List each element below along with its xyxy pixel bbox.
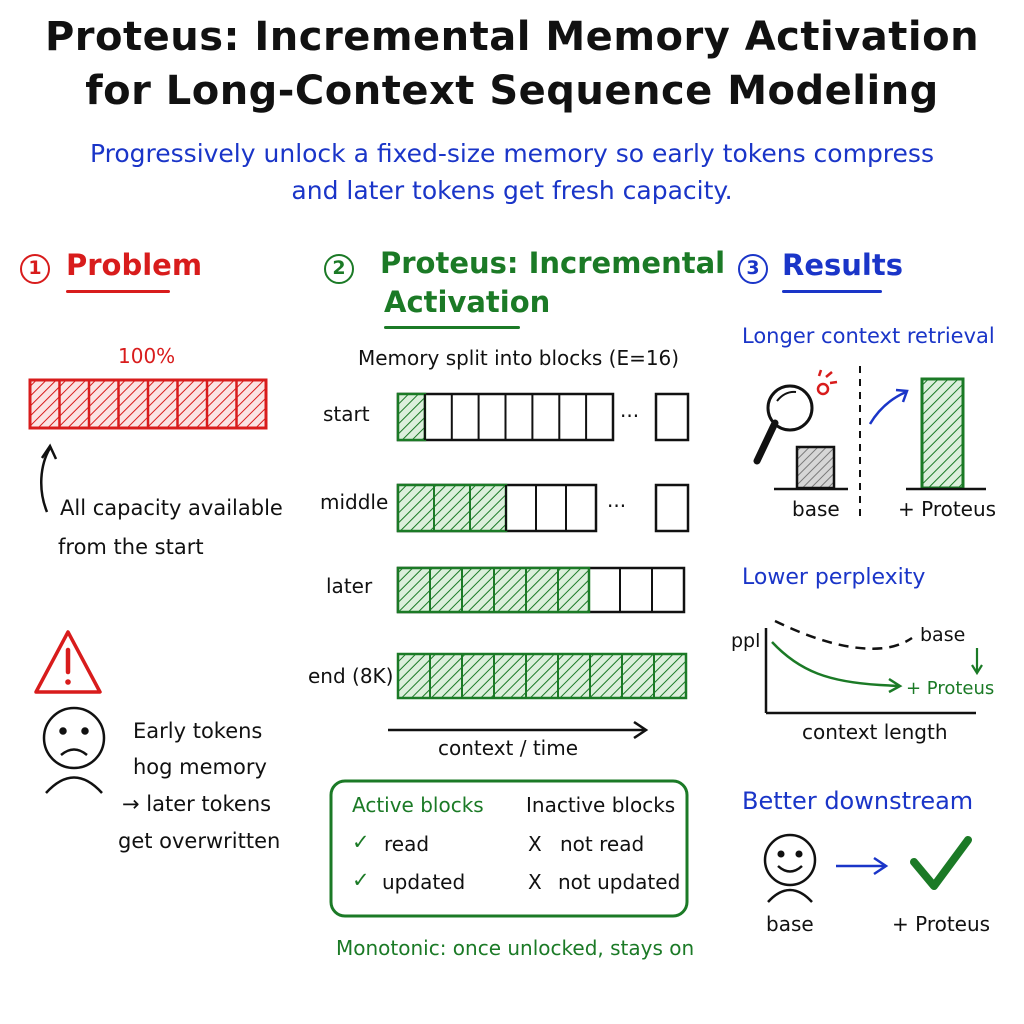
problem-caption-line1: All capacity available	[60, 496, 283, 520]
retrieval-title: Longer context retrieval	[742, 324, 995, 348]
retrieval-bar-proteus	[920, 377, 965, 490]
retrieval-proteus-label: + Proteus	[898, 497, 997, 521]
section-title-problem: Problem	[66, 248, 203, 282]
problem-issue-line4: get overwritten	[118, 829, 281, 853]
monotonic-note: Monotonic: once unlocked, stays on	[336, 936, 695, 960]
legend-inactive-title: Inactive blocks	[526, 793, 676, 817]
bar-percent-label: 100%	[118, 344, 176, 368]
underline-problem	[66, 290, 170, 293]
problem-issue-line2: hog memory	[133, 755, 267, 779]
perplexity-proteus-label: + Proteus	[906, 678, 995, 699]
legend-inactive-item-2: not updated	[558, 870, 681, 894]
sad-face-icon	[42, 706, 106, 794]
legend-box	[329, 779, 689, 918]
underline-results	[782, 290, 882, 293]
row-label-start: start	[323, 402, 370, 426]
downstream-proteus-label: + Proteus	[892, 912, 991, 936]
ellipsis-start: ···	[620, 404, 640, 428]
legend-active-item-1: read	[384, 832, 430, 856]
up-arrow-icon	[40, 447, 52, 513]
legend-cross-icon-2: X	[528, 870, 542, 894]
problem-issue-line3: → later tokens	[122, 792, 272, 816]
row-label-later: later	[326, 574, 373, 598]
legend-check-icon-2: ✓	[352, 868, 370, 892]
problem-caption-line2: from the start	[58, 535, 204, 559]
time-axis-label: context / time	[438, 736, 579, 760]
page-title: Proteus: Incremental Memory Activation	[44, 14, 980, 60]
row-middle-blocks	[396, 483, 690, 533]
downstream-title: Better downstream	[742, 787, 974, 815]
smiley-icon	[763, 833, 817, 903]
legend-active-title: Active blocks	[352, 793, 484, 817]
down-arrow-icon	[971, 648, 983, 676]
underline-method	[384, 326, 520, 329]
up-right-arrow-icon	[868, 388, 909, 425]
checkmark-icon	[910, 836, 972, 890]
ellipsis-middle: ···	[607, 494, 627, 518]
perplexity-chart	[764, 619, 983, 715]
legend-active-item-2: updated	[382, 870, 466, 894]
row-start-blocks	[396, 392, 690, 442]
section-number-problem: 1	[20, 254, 50, 284]
section-title-method-line2: Activation	[384, 285, 551, 319]
perplexity-proteus-curve	[771, 641, 899, 688]
section-number-results: 3	[738, 254, 768, 284]
memory-rows	[396, 392, 690, 700]
retrieval-bar-base	[795, 445, 836, 490]
perplexity-x-label: context length	[802, 720, 948, 744]
right-arrow-icon	[836, 856, 889, 876]
downstream-base-label: base	[766, 912, 814, 936]
row-later-blocks	[396, 566, 686, 614]
perplexity-base-label: base	[920, 624, 966, 646]
section-number-method: 2	[324, 254, 354, 284]
time-arrow	[388, 720, 649, 740]
legend-inactive-item-1: not read	[560, 832, 645, 856]
perplexity-base-curve	[774, 619, 913, 650]
perplexity-title: Lower perplexity	[742, 565, 926, 590]
legend-cross-icon-1: X	[528, 832, 542, 856]
perplexity-y-label: ppl	[731, 630, 761, 652]
magnifier-icon	[753, 384, 814, 465]
sparkle-icon	[816, 369, 838, 396]
row-end-blocks	[396, 652, 688, 700]
section-title-method: Proteus: Incremental	[380, 246, 726, 280]
row-label-end: end (8K)	[308, 664, 394, 688]
problem-issue-line1: Early tokens	[133, 719, 263, 743]
retrieval-base-label: base	[792, 497, 840, 521]
page-subtitle-line2: and later tokens get fresh capacity.	[291, 176, 733, 205]
row-label-middle: middle	[320, 490, 389, 514]
problem-memory-bar	[28, 378, 268, 430]
blocks-caption: Memory split into blocks (E=16)	[358, 346, 680, 370]
page-title-line2: for Long-Context Sequence Modeling	[85, 68, 939, 114]
warning-icon	[34, 630, 102, 694]
legend-check-icon-1: ✓	[352, 830, 370, 854]
page-subtitle: Progressively unlock a fixed-size memory…	[90, 139, 934, 168]
section-title-results: Results	[782, 248, 903, 282]
